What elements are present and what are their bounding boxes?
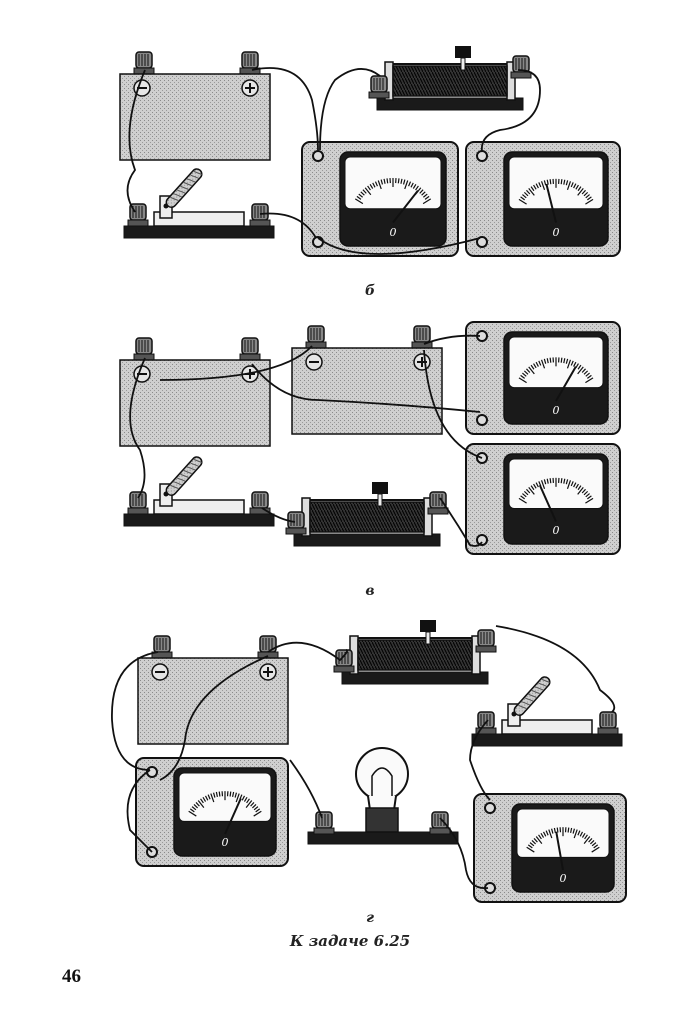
knife-switch-v [123,456,275,527]
wire-b-3 [259,212,317,239]
voltmeter-v2: 0 [465,443,621,555]
figure-label-v: в [365,583,375,599]
battery-v1 [119,337,271,447]
wire-v-5 [423,349,483,459]
wire-v-3 [159,345,313,381]
wire-g-3 [159,655,269,781]
svg-text:0: 0 [553,404,560,417]
wire-g-2 [267,641,349,662]
wire-g-5 [495,625,616,713]
battery-g [137,635,289,745]
battery-v2 [291,325,443,435]
voltmeter-v1: 0 [465,321,621,435]
wire-g-6 [469,719,491,801]
ammeter-g: 0 [135,757,289,867]
svg-text:0: 0 [560,872,567,885]
page-number: 46 [62,966,81,987]
wire-v-7 [439,497,483,547]
wire-b-2 [251,67,319,151]
lamp-g [307,747,459,845]
figure-label-b: б [364,283,376,299]
wire-v-1 [129,357,146,499]
rheostat-b [368,46,532,111]
svg-text:0: 0 [553,226,560,239]
wire-g-7 [289,759,323,819]
svg-text:0: 0 [553,524,560,537]
knife-switch-g [471,676,623,747]
rheostat-g [333,620,497,685]
battery-b [119,51,271,161]
knife-switch-b [123,168,275,239]
wire-g-1 [111,651,159,771]
wire-v-2 [251,363,481,413]
wire-v-4 [423,334,481,345]
voltmeter-g: 0 [473,793,627,903]
voltmeter-b: 0 [465,141,621,257]
ammeter-b: 0 [301,141,459,257]
svg-text:0: 0 [222,836,229,849]
figure-label-g: г [366,910,374,926]
svg-text:0: 0 [390,226,397,239]
wire-b-5 [480,69,541,153]
wire-g-4 [126,769,153,853]
wire-b-6 [319,68,381,151]
wire-b-1 [126,69,146,213]
rheostat-v [285,482,449,547]
figure-caption: К задаче 6.25 [289,932,411,950]
wire-v-6 [261,507,296,523]
wire-b-4 [317,237,481,255]
wire-g-8 [439,817,489,890]
